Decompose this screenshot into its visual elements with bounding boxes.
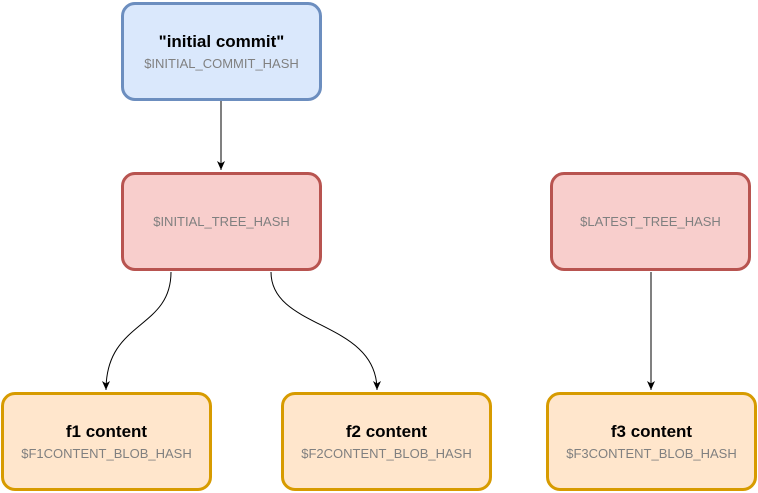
f1-blob-hash: $F1CONTENT_BLOB_HASH [21,445,192,461]
latest-tree-hash: $LATEST_TREE_HASH [580,214,721,229]
f3-blob-node[interactable]: f3 content $F3CONTENT_BLOB_HASH [546,392,757,491]
f2-blob-title: f2 content [345,421,428,441]
latest-tree-node[interactable]: $LATEST_TREE_HASH [550,172,751,271]
f3-blob-hash: $F3CONTENT_BLOB_HASH [566,445,737,461]
f1-blob-title: f1 content [65,421,148,441]
f1-blob-node[interactable]: f1 content $F1CONTENT_BLOB_HASH [1,392,212,491]
edge-initial-tree-to-f2-blob [270,271,381,391]
f2-blob-hash: $F2CONTENT_BLOB_HASH [301,445,472,461]
f3-blob-title: f3 content [610,421,693,441]
commit-hash: $INITIAL_COMMIT_HASH [144,55,299,71]
commit-message: "initial commit" [158,31,285,51]
commit-node[interactable]: "initial commit" $INITIAL_COMMIT_HASH [121,2,322,101]
f2-blob-node[interactable]: f2 content $F2CONTENT_BLOB_HASH [281,392,492,491]
edge-initial-tree-to-f1-blob [102,271,172,391]
initial-tree-hash: $INITIAL_TREE_HASH [153,214,290,229]
initial-tree-node[interactable]: $INITIAL_TREE_HASH [121,172,322,271]
